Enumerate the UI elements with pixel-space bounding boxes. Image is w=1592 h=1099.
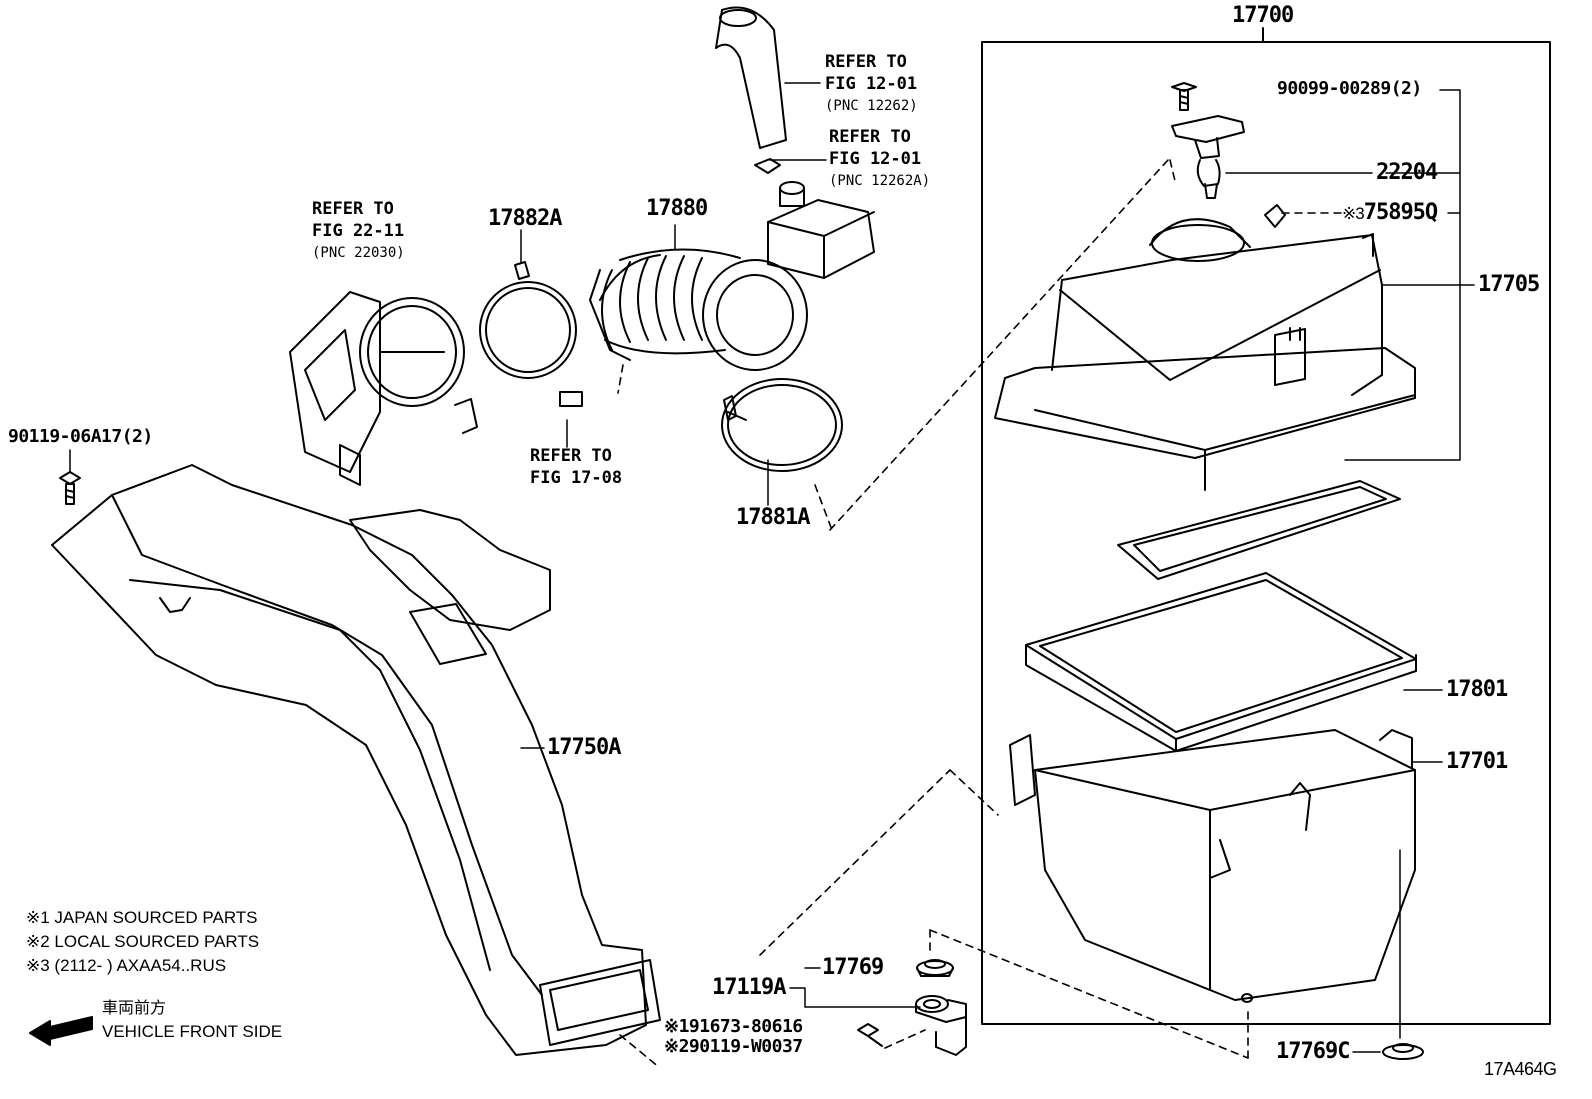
label-22204: 22204 xyxy=(1376,160,1438,185)
grommet-17769-icon xyxy=(916,959,954,977)
air-cleaner-cap-17705-icon xyxy=(994,218,1416,491)
bracket-17119a-icon xyxy=(915,995,967,1056)
bolt-icon xyxy=(857,1023,883,1047)
label-17801: 17801 xyxy=(1446,677,1508,702)
label-90119-06a17: 90119-06A17(2) xyxy=(8,426,153,447)
label-75895q-number: 75895Q xyxy=(1363,200,1438,225)
airflow-sensor-22204-icon xyxy=(1171,115,1245,199)
hose-clamp-17882a-icon xyxy=(479,261,577,379)
ref-fig-12-01-b-line3: (PNC 12262A) xyxy=(829,173,931,189)
label-290119-w0037: ※290119-W0037 xyxy=(664,1036,803,1057)
note-2: ※2 LOCAL SOURCED PARTS xyxy=(26,932,260,951)
label-17705: 17705 xyxy=(1478,272,1540,297)
label-17701: 17701 xyxy=(1446,749,1508,774)
label-17769c: 17769C xyxy=(1276,1039,1350,1064)
label-17881a: 17881A xyxy=(736,505,810,530)
label-17882a: 17882A xyxy=(488,206,562,231)
ref-fig-12-01-a-line3: (PNC 12262) xyxy=(825,98,918,114)
ref-fig-12-01-b-line2: FIG 12-01 xyxy=(829,149,922,169)
ref-fig-17-08: REFER TO FIG 17-08 xyxy=(530,445,622,489)
air-filter-17801-icon xyxy=(1025,572,1417,752)
note-marker-3: ※3 xyxy=(1342,204,1365,223)
note-1: ※1 JAPAN SOURCED PARTS xyxy=(26,908,258,927)
bolt-90119-icon xyxy=(59,471,81,505)
direction-japanese: 車両前方 xyxy=(102,998,167,1017)
screw-90099-icon xyxy=(1171,82,1197,111)
label-191673-80616: ※191673-80616 xyxy=(664,1016,803,1037)
clip-75895q-icon xyxy=(1264,204,1286,228)
air-cleaner-case-17701-icon xyxy=(1009,729,1416,1003)
ref-fig-22-11-line3: (PNC 22030) xyxy=(312,245,405,261)
ref-fig-22-11: REFER TO FIG 22-11 (PNC 22030) xyxy=(312,198,405,264)
ref-fig-12-01-a: REFER TO FIG 12-01 (PNC 12262) xyxy=(825,51,918,117)
intake-hose-17880-icon xyxy=(589,248,808,371)
resonator-icon xyxy=(767,181,875,279)
assembly-frame xyxy=(981,41,1551,1025)
ref-fig-17-08-line1: REFER TO xyxy=(530,446,612,466)
direction-english: VEHICLE FRONT SIDE xyxy=(102,1022,283,1041)
grommet-17769c-icon xyxy=(1382,1043,1424,1060)
ref-fig-17-08-line2: FIG 17-08 xyxy=(530,468,623,488)
dashed-lines xyxy=(617,159,1343,1069)
label-90099-00289: 90099-00289(2) xyxy=(1277,78,1422,99)
ref-fig-12-01-a-line1: REFER TO xyxy=(825,52,907,72)
note-3: ※3 (2112- ) AXAA54..RUS xyxy=(26,956,227,975)
arrow-left-icon xyxy=(29,1016,93,1046)
label-17119a: 17119A xyxy=(712,975,786,1000)
label-75895q: ※375895Q xyxy=(1342,200,1438,225)
direction-indicator: 車両前方 VEHICLE FRONT SIDE xyxy=(102,996,282,1044)
ref-fig-22-11-line1: REFER TO xyxy=(312,199,394,219)
figure-code: 17A464G xyxy=(1484,1059,1557,1079)
throttle-body-icon xyxy=(289,291,478,486)
label-17769: 17769 xyxy=(822,955,884,980)
label-17750a: 17750A xyxy=(547,735,621,760)
hose-12262-icon xyxy=(715,6,787,174)
label-17700: 17700 xyxy=(1232,3,1294,28)
ref-fig-22-11-line2: FIG 22-11 xyxy=(312,221,405,241)
intake-duct-17750a-icon xyxy=(51,464,661,1056)
ref-fig-12-01-b: REFER TO FIG 12-01 (PNC 12262A) xyxy=(829,126,930,192)
label-17880: 17880 xyxy=(646,196,708,221)
pipe-icon xyxy=(559,391,583,407)
ref-fig-12-01-b-line1: REFER TO xyxy=(829,127,911,147)
gasket-icon xyxy=(1117,480,1401,580)
hose-clamp-17881a-icon xyxy=(721,378,843,472)
leader-lines xyxy=(69,82,1475,1053)
ref-fig-12-01-a-line2: FIG 12-01 xyxy=(825,74,918,94)
notes-legend: ※1 JAPAN SOURCED PARTS ※2 LOCAL SOURCED … xyxy=(26,906,259,978)
